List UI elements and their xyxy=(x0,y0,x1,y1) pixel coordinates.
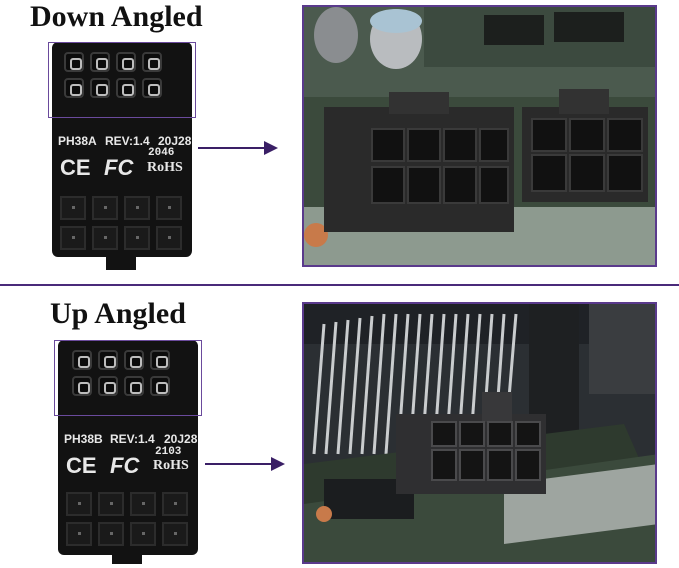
arrow-right-icon xyxy=(198,141,278,155)
board-model: PH38B xyxy=(64,432,103,446)
board-model: PH38A xyxy=(58,134,97,148)
arrow-right-icon xyxy=(205,457,285,471)
pin-socket-holes xyxy=(60,196,182,250)
pin-socket-holes xyxy=(66,492,188,546)
pin-highlight-box xyxy=(54,340,202,416)
pin-header-raised xyxy=(72,350,170,396)
fc-mark-icon: FC xyxy=(104,155,134,180)
pin-highlight-box xyxy=(48,42,196,118)
gpu-photo-up-angled xyxy=(302,302,657,564)
ce-mark-icon: CE xyxy=(66,453,97,478)
section-heading-down-angled: Down Angled xyxy=(30,0,203,33)
board-code: 2046 xyxy=(148,147,175,159)
board-code: 2103 xyxy=(155,446,182,458)
board-rev: REV:1.4 xyxy=(110,432,155,446)
gpu-photo-down-angled xyxy=(302,5,657,267)
pin-header-raised xyxy=(64,52,162,98)
board-rohs: RoHS xyxy=(153,458,189,473)
fc-mark-icon: FC xyxy=(110,453,140,478)
board-rev: REV:1.4 xyxy=(105,134,150,148)
board-date: 20J28 xyxy=(158,134,192,148)
ce-mark-icon: CE xyxy=(60,155,91,180)
section-heading-up-angled: Up Angled xyxy=(50,297,186,330)
section-divider xyxy=(0,284,679,286)
board-date: 20J28 xyxy=(164,432,198,446)
board-rohs: RoHS xyxy=(147,160,183,175)
